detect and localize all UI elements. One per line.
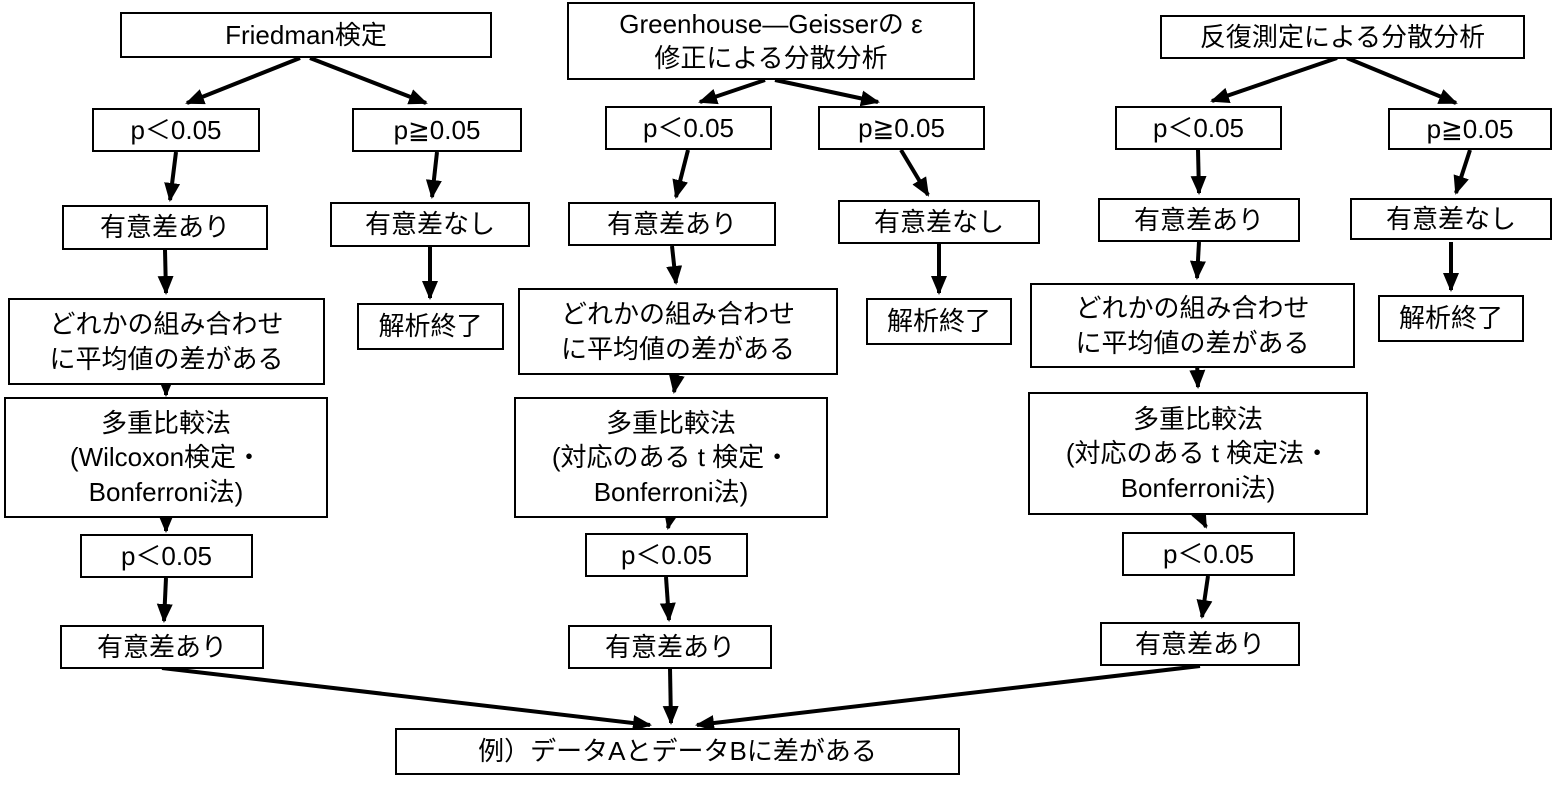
friedman-significant-2-box: 有意差あり [60,625,264,669]
friedman-significant-box: 有意差あり [62,205,268,250]
repeated-anova-p-significant-box: p＜0.05 [1115,106,1282,150]
friedman-not-significant-box: 有意差なし [330,202,530,247]
greenhouse-geisser-multiple-comparison-box: 多重比較法 (対応のある t 検定・ Bonferroni法) [514,397,828,518]
friedman-root-box: Friedman検定 [120,12,492,58]
repeated-anova-significant-2-box: 有意差あり [1100,622,1300,666]
greenhouse-geisser-significant-2-box: 有意差あり [568,625,772,669]
friedman-multiple-comparison-box: 多重比較法 (Wilcoxon検定・ Bonferroni法) [4,397,328,518]
greenhouse-geisser-significant-box: 有意差あり [568,202,776,246]
repeated-anova-multiple-comparison-box: 多重比較法 (対応のある t 検定法・ Bonferroni法) [1028,392,1368,515]
greenhouse-geisser-p-not-significant-box: p≧0.05 [818,106,985,150]
friedman-p-not-significant-box: p≧0.05 [352,108,522,152]
repeated-anova-p-not-significant-box: p≧0.05 [1388,108,1552,150]
repeated-anova-p-significant-2-box: p＜0.05 [1122,532,1295,576]
greenhouse-geisser-analysis-end-box: 解析終了 [866,298,1012,345]
repeated-anova-significant-box: 有意差あり [1098,198,1300,242]
repeated-anova-not-significant-box: 有意差なし [1350,198,1552,240]
repeated-anova-root-box: 反復測定による分散分析 [1160,15,1525,59]
greenhouse-geisser-root-box: Greenhouse―Geisserの ε 修正による分散分析 [567,2,975,80]
greenhouse-geisser-p-significant-2-box: p＜0.05 [585,533,748,577]
repeated-anova-analysis-end-box: 解析終了 [1378,295,1524,342]
greenhouse-geisser-not-significant-box: 有意差なし [838,200,1040,244]
greenhouse-geisser-p-significant-box: p＜0.05 [605,106,772,150]
friedman-analysis-end-box: 解析終了 [357,303,504,350]
result-example-box: 例）データAとデータBに差がある [395,728,960,775]
friedman-p-significant-2-box: p＜0.05 [80,534,253,578]
friedman-p-significant-box: p＜0.05 [92,108,260,152]
greenhouse-geisser-pair-difference-box: どれかの組み合わせ に平均値の差がある [518,288,838,375]
repeated-anova-pair-difference-box: どれかの組み合わせ に平均値の差がある [1030,283,1355,368]
friedman-pair-difference-box: どれかの組み合わせ に平均値の差がある [8,298,325,385]
